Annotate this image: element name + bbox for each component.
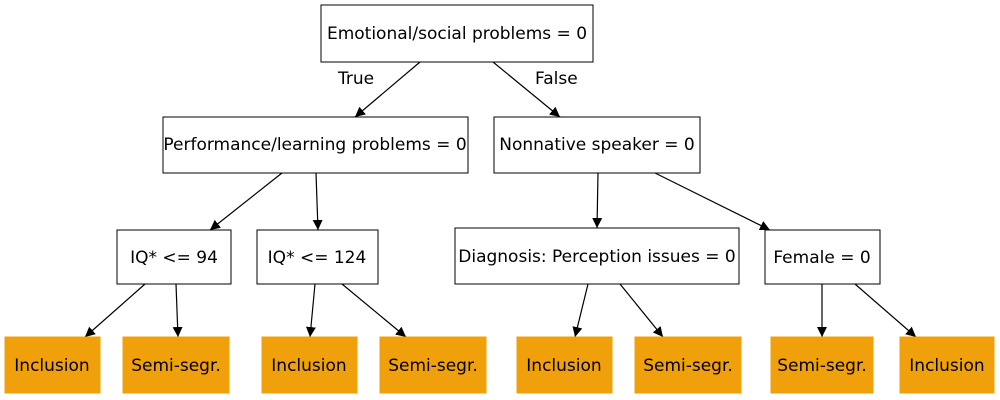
edge-nonnative-to-diagnosis	[592, 172, 603, 229]
edges	[84, 61, 917, 338]
edge-iq94-to-semisegr	[172, 283, 183, 338]
leaf-inclusion-3: Inclusion	[516, 336, 613, 394]
leaf-inclusion-2-label: Inclusion	[271, 356, 346, 376]
leaf-semi-segr-2-label: Semi-segr.	[388, 356, 478, 376]
edge-performance-to-iq124	[312, 172, 323, 231]
node-performance-learning-label: Performance/learning problems = 0	[163, 135, 466, 155]
leaf-semi-segr-3-label: Semi-segr.	[643, 356, 733, 376]
edge-iq124-to-inclusion	[305, 283, 316, 338]
node-female-label: Female = 0	[773, 248, 870, 268]
node-performance-learning: Performance/learning problems = 0	[162, 116, 469, 174]
node-iq-124-label: IQ* <= 124	[268, 248, 367, 268]
edge-nonnative-to-female	[654, 172, 771, 231]
node-root-label: Emotional/social problems = 0	[327, 24, 587, 44]
edge-label-true: True	[337, 69, 374, 89]
leaf-semi-segr-1-label: Semi-segr.	[131, 356, 221, 376]
edge-label-false: False	[535, 69, 578, 89]
leaf-inclusion-1-label: Inclusion	[14, 356, 89, 376]
leaf-inclusion-4-label: Inclusion	[909, 356, 984, 376]
node-nonnative-speaker: Nonnative speaker = 0	[493, 116, 701, 174]
node-root: Emotional/social problems = 0	[320, 4, 594, 63]
edge-root-to-nonnative	[492, 61, 561, 118]
node-diagnosis-perception: Diagnosis: Perception issues = 0	[454, 227, 740, 285]
node-iq-124: IQ* <= 124	[256, 229, 379, 285]
leaf-inclusion-3-label: Inclusion	[526, 356, 601, 376]
leaf-semi-segr-4-label: Semi-segr.	[777, 356, 867, 376]
node-iq-94-label: IQ* <= 94	[130, 248, 218, 268]
leaf-semi-segr-2: Semi-segr.	[379, 336, 487, 394]
node-iq-94: IQ* <= 94	[116, 229, 232, 285]
leaf-inclusion-4: Inclusion	[899, 336, 995, 394]
edge-diagnosis-to-inclusion	[572, 283, 589, 338]
edge-female-to-inclusion	[854, 283, 917, 338]
leaf-inclusion-1: Inclusion	[4, 336, 101, 394]
edge-diagnosis-to-semisegr	[619, 283, 664, 338]
node-female: Female = 0	[764, 229, 881, 285]
leaf-semi-segr-3: Semi-segr.	[634, 336, 742, 394]
node-diagnosis-perception-label: Diagnosis: Perception issues = 0	[458, 247, 735, 267]
edge-iq124-to-semisegr	[341, 283, 407, 338]
node-nonnative-speaker-label: Nonnative speaker = 0	[499, 135, 694, 155]
edge-root-to-performance	[354, 61, 421, 118]
leaf-semi-segr-1: Semi-segr.	[122, 336, 230, 394]
leaf-inclusion-2: Inclusion	[261, 336, 358, 394]
leaf-semi-segr-4: Semi-segr.	[770, 336, 874, 394]
edge-performance-to-iq94	[209, 172, 283, 231]
edge-iq94-to-inclusion	[84, 283, 146, 338]
